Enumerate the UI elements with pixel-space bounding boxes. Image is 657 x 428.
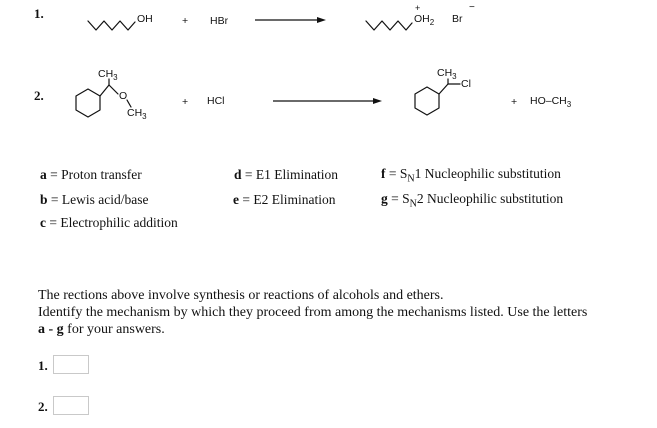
answer-1-label: 1. (38, 358, 48, 373)
ether-oxygen: O (119, 90, 128, 102)
product-methyl: CH3 (437, 67, 457, 82)
plus-sign: + (182, 15, 189, 27)
plus-sign: + (182, 96, 189, 108)
answer-1-input[interactable] (53, 355, 89, 374)
instructions-line-2: Identify the mechanism by which they pro… (38, 305, 588, 320)
reactant-hydroxyl-label: OH (137, 13, 153, 25)
oxonium-charge: + (415, 3, 421, 13)
cyclohexane-ring-reactant (75, 88, 101, 118)
reactant-methyl-top: CH3 (98, 68, 118, 83)
reaction-1-number: 1. (34, 6, 44, 21)
methanol-byproduct: HO–CH3 (530, 95, 572, 110)
oxonium-label: OH2 (414, 13, 435, 28)
mechanism-f: f = SN1 Nucleophilic substitution (381, 166, 561, 185)
reactant-methyl-bottom: CH3 (127, 107, 147, 122)
mechanism-e: e = E2 Elimination (233, 192, 336, 207)
mechanism-a: a = Proton transfer (40, 167, 142, 182)
mechanism-b: b = Lewis acid/base (40, 192, 149, 207)
product-chlorine: Cl (461, 78, 471, 90)
cyclohexane-ring-product (414, 86, 440, 116)
arrowhead-1 (317, 17, 326, 23)
reaction-2-number: 2. (34, 88, 44, 103)
oxonium-chain (365, 20, 413, 31)
arrowhead-2 (373, 98, 382, 104)
mechanism-c: c = Electrophilic addition (40, 215, 178, 230)
alcohol-chain (87, 20, 136, 31)
answer-2-input[interactable] (53, 396, 89, 415)
bromide-ion: Br (452, 13, 463, 25)
bromide-charge: − (469, 2, 475, 13)
mechanism-g: g = SN2 Nucleophilic substitution (381, 191, 564, 210)
instructions-line-3: a - g for your answers. (38, 322, 165, 337)
reagent-hbr: HBr (210, 15, 229, 27)
instructions-line-1: The rections above involve synthesis or … (38, 288, 444, 303)
answer-2-label: 2. (38, 399, 48, 414)
plus-sign: + (511, 96, 518, 108)
instructions: The rections above involve synthesis or … (38, 287, 587, 338)
reagent-hcl: HCl (207, 95, 225, 107)
mechanism-d: d = E1 Elimination (234, 167, 339, 182)
